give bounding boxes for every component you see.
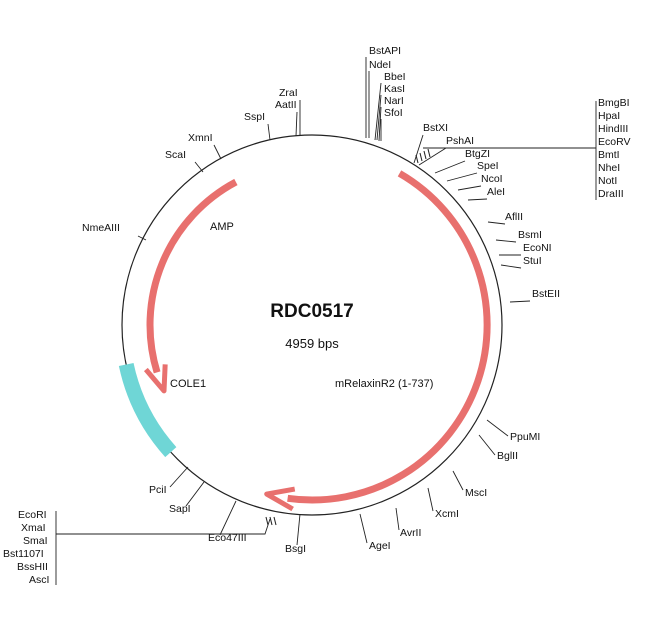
mcs-cluster-tick	[273, 516, 277, 526]
cole1-feature-arc	[118, 362, 177, 458]
site-label-spei: SpeI	[477, 160, 499, 172]
site-label-bsmi: BsmI	[518, 229, 542, 241]
site-label-sapi: SapI	[169, 503, 191, 515]
mcs-cluster-tick	[415, 154, 419, 164]
site-label-smai: SmaI	[23, 535, 48, 547]
leader-eco47iii	[219, 500, 237, 536]
site-label-noti: NotI	[598, 175, 617, 187]
site-label-avrii: AvrII	[400, 527, 421, 539]
leader-avrii	[395, 507, 400, 531]
mcs-cluster-tick	[265, 516, 269, 526]
site-label-zrai: ZraI	[279, 87, 298, 99]
leader-nmeaiii	[137, 235, 147, 241]
leader-scai	[194, 161, 204, 173]
leader-xmni	[213, 144, 222, 160]
site-label-bsteii: BstEII	[532, 288, 560, 300]
leader-sspi	[267, 123, 271, 141]
site-label-hindiii: HindIII	[598, 123, 628, 135]
leader-agei	[359, 513, 368, 544]
leader-btgzi	[434, 160, 466, 174]
site-label-sfoi: SfoI	[384, 107, 403, 119]
site-label-bglii: BglII	[497, 450, 518, 462]
site-label-econi: EcoNI	[523, 242, 552, 254]
site-label-bsgi: BsgI	[285, 543, 306, 555]
leader-stui	[500, 264, 522, 269]
site-label-btgzi: BtgZI	[465, 148, 490, 160]
site-label-asci: AscI	[29, 574, 49, 586]
site-label-ecori: EcoRI	[18, 509, 47, 521]
site-label-bmgbi: BmgBI	[598, 97, 630, 109]
mrelaxin-feature-arc	[287, 170, 491, 504]
leader-aatii	[295, 111, 298, 137]
leader-bbei	[374, 82, 382, 141]
leader-bglii	[478, 434, 496, 456]
leader-spei	[446, 172, 478, 182]
plasmid-size: 4959 bps	[285, 336, 339, 351]
leader-bsteii	[509, 300, 531, 303]
cole1-feature-label: COLE1	[170, 378, 206, 390]
leader-xcmi	[427, 487, 434, 512]
site-label-bstapi: BstAPI	[369, 45, 401, 57]
mrelaxin-arrow-head	[264, 486, 296, 512]
site-label-pcii: PciI	[149, 484, 167, 496]
leader-bstxi	[413, 134, 424, 164]
leader-bsgi	[296, 513, 301, 546]
site-label-aflii: AflII	[505, 211, 523, 223]
leader-ncoi	[457, 185, 482, 191]
site-label-xmai: XmaI	[21, 522, 46, 534]
mcs-cluster-tick	[423, 150, 427, 160]
site-label-bst1107i: Bst1107I	[3, 548, 44, 560]
mrelaxin-feature-label: mRelaxinR2 (1-737)	[335, 378, 433, 390]
site-label-ppumi: PpuMI	[510, 431, 540, 443]
site-label-nhei: NheI	[598, 162, 620, 174]
amp-feature-arc	[146, 178, 238, 374]
site-label-agei: AgeI	[369, 540, 391, 552]
site-label-aatii: AatII	[275, 99, 297, 111]
site-label-eco47iii: Eco47III	[208, 532, 247, 544]
amp-feature-label: AMP	[210, 221, 234, 233]
plasmid-backbone	[121, 134, 503, 516]
site-label-bsshii: BssHII	[17, 561, 48, 573]
site-label-pshai: PshAI	[446, 135, 474, 147]
site-label-ecorv: EcoRV	[598, 136, 631, 148]
site-label-ndei: NdeI	[369, 59, 391, 71]
site-label-alei: AleI	[487, 186, 505, 198]
site-label-nari: NarI	[384, 95, 404, 107]
site-label-xcmi: XcmI	[435, 508, 459, 520]
site-label-ncoi: NcoI	[481, 173, 503, 185]
leader-sapi	[185, 481, 205, 507]
site-label-hpai: HpaI	[598, 110, 620, 122]
leader-pshai	[418, 147, 447, 166]
site-label-bmti: BmtI	[598, 149, 620, 161]
leader-pcii	[169, 466, 189, 488]
site-label-xmni: XmnI	[188, 132, 213, 144]
site-leader-lines	[55, 57, 597, 585]
mcs-cluster-tick	[427, 148, 431, 158]
site-label-kasi: KasI	[384, 83, 405, 95]
mcs-cluster-tick	[269, 516, 273, 526]
leader-msci	[452, 470, 464, 491]
leader-bsmi	[495, 239, 517, 243]
site-label-bstxi: BstXI	[423, 122, 448, 134]
site-label-msci: MscI	[465, 487, 487, 499]
site-label-draiii: DraIII	[598, 188, 624, 200]
leader-kasi	[376, 94, 382, 141]
mcs-cluster-tick	[419, 152, 423, 162]
leader-mcs-left	[56, 518, 271, 535]
site-label-nmeaiii: NmeAIII	[82, 222, 120, 234]
leader-ppumi	[486, 419, 509, 437]
site-label-scai: ScaI	[165, 149, 186, 161]
site-label-stui: StuI	[523, 255, 542, 267]
site-label-bbei: BbeI	[384, 71, 406, 83]
amp-arrow-head	[143, 364, 168, 394]
leader-alei	[467, 198, 488, 201]
plasmid-name: RDC0517	[270, 301, 353, 322]
leader-nari	[378, 106, 382, 142]
site-label-sspi: SspI	[244, 111, 265, 123]
leader-aflii	[487, 221, 506, 225]
